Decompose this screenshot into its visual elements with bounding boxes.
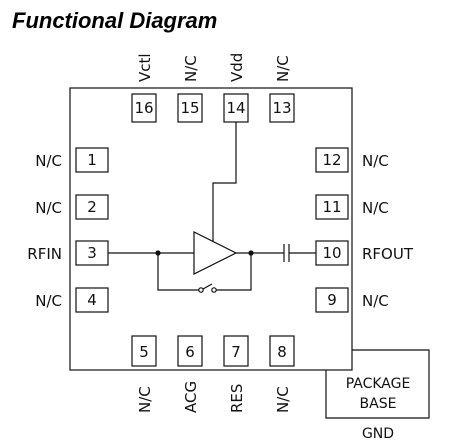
pin-5-box — [131, 335, 157, 367]
switch-contact-right — [211, 287, 217, 293]
bypass-trace-right — [216, 253, 252, 291]
pin-12-box — [315, 147, 349, 173]
pin-11-box — [315, 194, 349, 220]
pin-5: 5 N/C — [131, 335, 157, 413]
pin-16-number: 16 — [134, 99, 153, 117]
pin-15-number: 15 — [180, 99, 199, 117]
diagram-title: Functional Diagram — [12, 8, 217, 33]
pin-5-label: N/C — [136, 386, 154, 413]
vdd-feed-trace — [212, 122, 237, 242]
package-base-label-line2: BASE — [360, 396, 397, 412]
pin-10-number: 10 — [322, 244, 341, 262]
pin-4-label: N/C — [35, 292, 62, 310]
pin-6-label: ACG — [182, 381, 200, 413]
pin-7-label: RES — [228, 384, 246, 413]
pin-1: 1 N/C — [35, 147, 109, 173]
package-body — [69, 87, 353, 371]
pin-13: 13 N/C — [269, 55, 295, 123]
pin-10: 10 RFOUT — [315, 240, 414, 266]
bypass-trace-left — [157, 253, 199, 291]
package-base-label-line1: PACKAGE — [346, 376, 411, 392]
pin-8-number: 8 — [277, 343, 287, 361]
pin-16: 16 Vctl — [131, 53, 157, 123]
pin-10-label: RFOUT — [362, 245, 414, 263]
switch-icon — [202, 283, 213, 290]
pin-7-box — [223, 335, 249, 367]
pin-16-label: Vctl — [136, 53, 154, 82]
pin-13-number: 13 — [272, 99, 291, 117]
pin-7-number: 7 — [231, 343, 241, 361]
pin-4-box — [75, 287, 109, 313]
pin-2-number: 2 — [87, 198, 97, 216]
pin-4: 4 N/C — [35, 287, 109, 313]
pin-3-label: RFIN — [27, 245, 62, 263]
pin-9-box — [315, 287, 349, 313]
pin-8-box — [269, 335, 295, 367]
pin-3-number: 3 — [87, 244, 97, 262]
pin-15: 15 N/C — [177, 55, 203, 123]
switch-contact-left — [198, 287, 204, 293]
pin-13-label: N/C — [274, 55, 292, 82]
pin-3: 3 RFIN — [27, 240, 109, 266]
package-base-outline — [325, 349, 430, 419]
pin-11-label: N/C — [362, 199, 389, 217]
pin-12-label: N/C — [362, 152, 389, 170]
amplifier-icon — [193, 231, 238, 275]
package-base: PACKAGE BASE GND — [325, 349, 430, 442]
gnd-label: GND — [362, 426, 394, 442]
pin-2-box — [75, 194, 109, 220]
pin-6-box — [177, 335, 203, 367]
pin-16-box — [131, 93, 157, 123]
pin-12-number: 12 — [322, 151, 341, 169]
pin-6-number: 6 — [185, 343, 195, 361]
pin-15-label: N/C — [182, 55, 200, 82]
pin-14: 14 Vdd — [223, 53, 249, 123]
pin-1-box — [75, 147, 109, 173]
pin-6: 6 ACG — [177, 335, 203, 413]
pin-2-label: N/C — [35, 199, 62, 217]
pin-14-label: Vdd — [228, 53, 246, 82]
pin-8: 8 N/C — [269, 335, 295, 413]
pin-12: 12 N/C — [315, 147, 389, 173]
pin-9-number: 9 — [327, 291, 337, 309]
pin-1-number: 1 — [87, 151, 97, 169]
pin-3-box — [75, 240, 109, 266]
pin-9-label: N/C — [362, 292, 389, 310]
pin-11: 11 N/C — [315, 194, 389, 220]
pin-11-number: 11 — [322, 198, 341, 216]
pin-15-box — [177, 93, 203, 123]
pin-5-number: 5 — [139, 343, 149, 361]
pin-1-label: N/C — [35, 152, 62, 170]
pin-9: 9 N/C — [315, 287, 389, 313]
pin-8-label: N/C — [274, 386, 292, 413]
internal-circuit — [108, 122, 316, 293]
pin-7: 7 RES — [223, 335, 249, 413]
pin-14-box — [223, 93, 249, 123]
pin-2: 2 N/C — [35, 194, 109, 220]
pin-4-number: 4 — [87, 291, 97, 309]
pin-13-box — [269, 93, 295, 123]
pin-14-number: 14 — [226, 99, 245, 117]
